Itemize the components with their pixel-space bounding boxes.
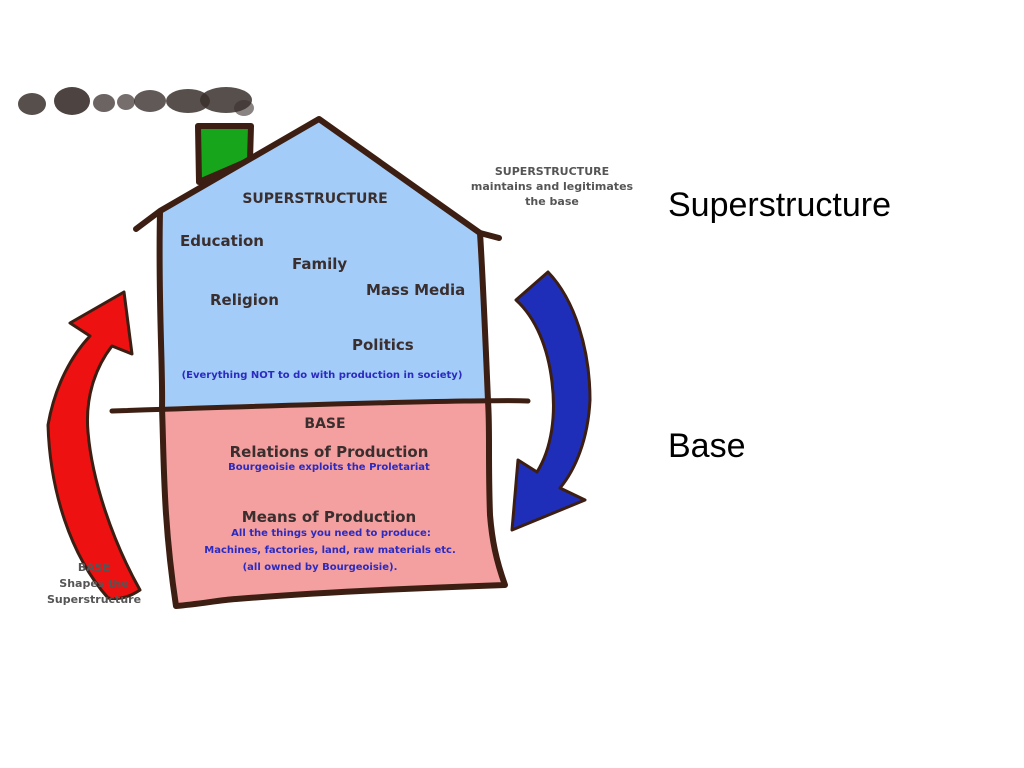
base-heading: BASE xyxy=(304,416,346,432)
left-caption-line-2: Shapes the xyxy=(59,577,129,590)
down-arrow-icon xyxy=(510,270,592,532)
right-caption-line-2: maintains and legitimates xyxy=(470,180,634,193)
means-title: Means of Production xyxy=(241,508,417,526)
divider-line xyxy=(109,398,531,414)
superstructure-note: (Everything NOT to do with production in… xyxy=(181,370,463,381)
up-arrow-icon xyxy=(46,290,142,601)
left-caption-line-1: BASE xyxy=(77,561,111,574)
right-caption: SUPERSTRUCTURE maintains and legitimates… xyxy=(471,164,633,209)
relations-title: Relations of Production xyxy=(229,443,429,461)
right-caption-line-3: the base xyxy=(525,195,579,208)
means-line-3: (all owned by Bourgeoisie). xyxy=(242,562,398,573)
item-politics: Politics xyxy=(352,336,414,354)
smoke-icon xyxy=(18,87,254,116)
item-education: Education xyxy=(180,232,264,250)
item-religion: Religion xyxy=(210,291,279,309)
item-family: Family xyxy=(292,255,348,273)
base-label: Base xyxy=(668,427,746,465)
superstructure-area xyxy=(160,119,488,407)
left-caption: BASE Shapes the Superstructure xyxy=(47,560,141,608)
means-line-2: Machines, factories, land, raw materials… xyxy=(204,545,456,556)
item-mass-media: Mass Media xyxy=(366,281,466,299)
superstructure-label: Superstructure xyxy=(668,186,891,224)
left-caption-line-3: Superstructure xyxy=(46,593,142,606)
means-line-1: All the things you need to produce: xyxy=(231,528,431,539)
roof-outline xyxy=(133,116,502,241)
base-area xyxy=(162,401,505,606)
superstructure-heading: SUPERSTRUCTURE xyxy=(242,191,388,207)
right-caption-line-1: SUPERSTRUCTURE xyxy=(494,165,610,178)
relations-subtitle: Bourgeoisie exploits the Proletariat xyxy=(228,462,430,473)
